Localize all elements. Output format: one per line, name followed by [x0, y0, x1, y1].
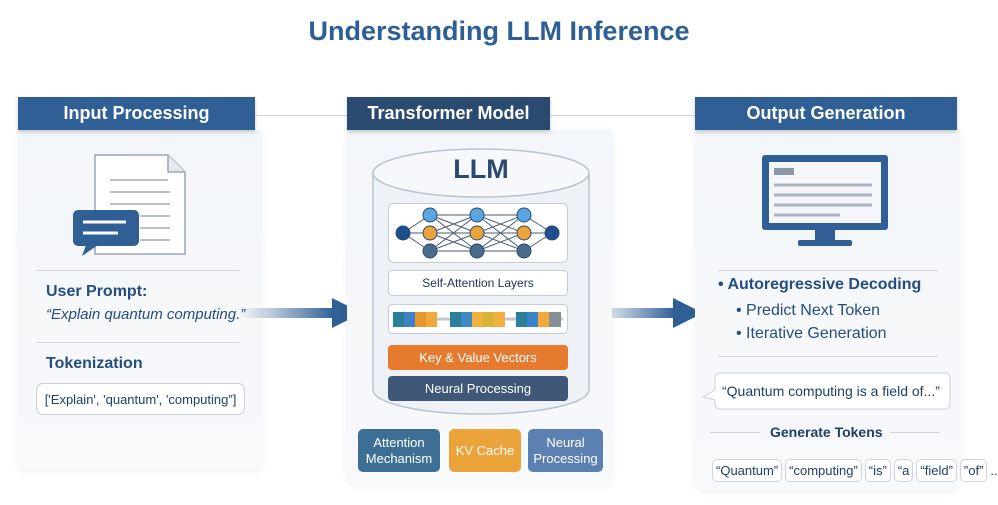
- vector-blocks: [388, 304, 568, 334]
- divider: [710, 432, 760, 433]
- token-chip: ”of”: [959, 459, 988, 482]
- token-list: ['Explain', 'quantum', 'computing”]: [36, 383, 245, 415]
- iterative-generation: Iterative Generation: [746, 325, 887, 342]
- document-chat-icon: [73, 154, 186, 256]
- decoding-label: Autoregressive Decoding: [727, 276, 922, 293]
- generate-tokens-label: Generate Tokens: [770, 424, 883, 440]
- divider: [718, 270, 938, 271]
- connector-line: [255, 115, 347, 116]
- token-chip: “Quantum”: [712, 459, 783, 482]
- neural-processing-box: Neural Processing: [528, 429, 603, 472]
- connector-line: [550, 115, 695, 116]
- arrow-right-icon: [595, 298, 703, 328]
- token-chip: “computing”: [785, 459, 862, 482]
- sub-item: • Predict Next Token: [736, 302, 881, 319]
- sub-item: • Iterative Generation: [736, 325, 887, 342]
- user-prompt-text: “Explain quantum computing.”: [46, 306, 246, 323]
- ellipsis: ...: [990, 463, 998, 478]
- divider: [36, 342, 239, 343]
- page-title: Understanding LLM Inference: [308, 16, 690, 46]
- divider: [718, 356, 938, 357]
- divider: [36, 270, 239, 271]
- token-chip: “field”: [916, 459, 957, 482]
- output-header: Output Generation: [695, 97, 957, 130]
- neural-network-icon: [388, 203, 568, 263]
- output-text: “Quantum computing is a field of...”: [722, 383, 940, 399]
- input-header: Input Processing: [18, 97, 255, 130]
- neural-processing-layer: Neural Processing: [388, 376, 568, 401]
- self-attention-layers: Self-Attention Layers: [388, 270, 568, 296]
- kv-cache-box: KV Cache: [449, 429, 521, 472]
- autoregressive-decoding: • Autoregressive Decoding: [718, 276, 922, 293]
- speech-bubble-icon: [701, 372, 951, 410]
- user-prompt-label: User Prompt:: [46, 283, 148, 300]
- attention-mechanism-box: Attention Mechanism: [358, 429, 440, 472]
- divider: [890, 432, 940, 433]
- token-chip: “is”: [864, 459, 891, 482]
- predict-next-token: Predict Next Token: [746, 302, 881, 319]
- llm-label: LLM: [453, 154, 509, 184]
- model-header: Transformer Model: [347, 97, 550, 130]
- token-chip: “a: [893, 459, 914, 482]
- key-value-vectors: Key & Value Vectors: [388, 345, 568, 370]
- token-row: “Quantum” “computing” “is” “a “field” ”o…: [712, 459, 998, 482]
- monitor-icon: [762, 155, 888, 246]
- tokenization-label: Tokenization: [46, 355, 143, 372]
